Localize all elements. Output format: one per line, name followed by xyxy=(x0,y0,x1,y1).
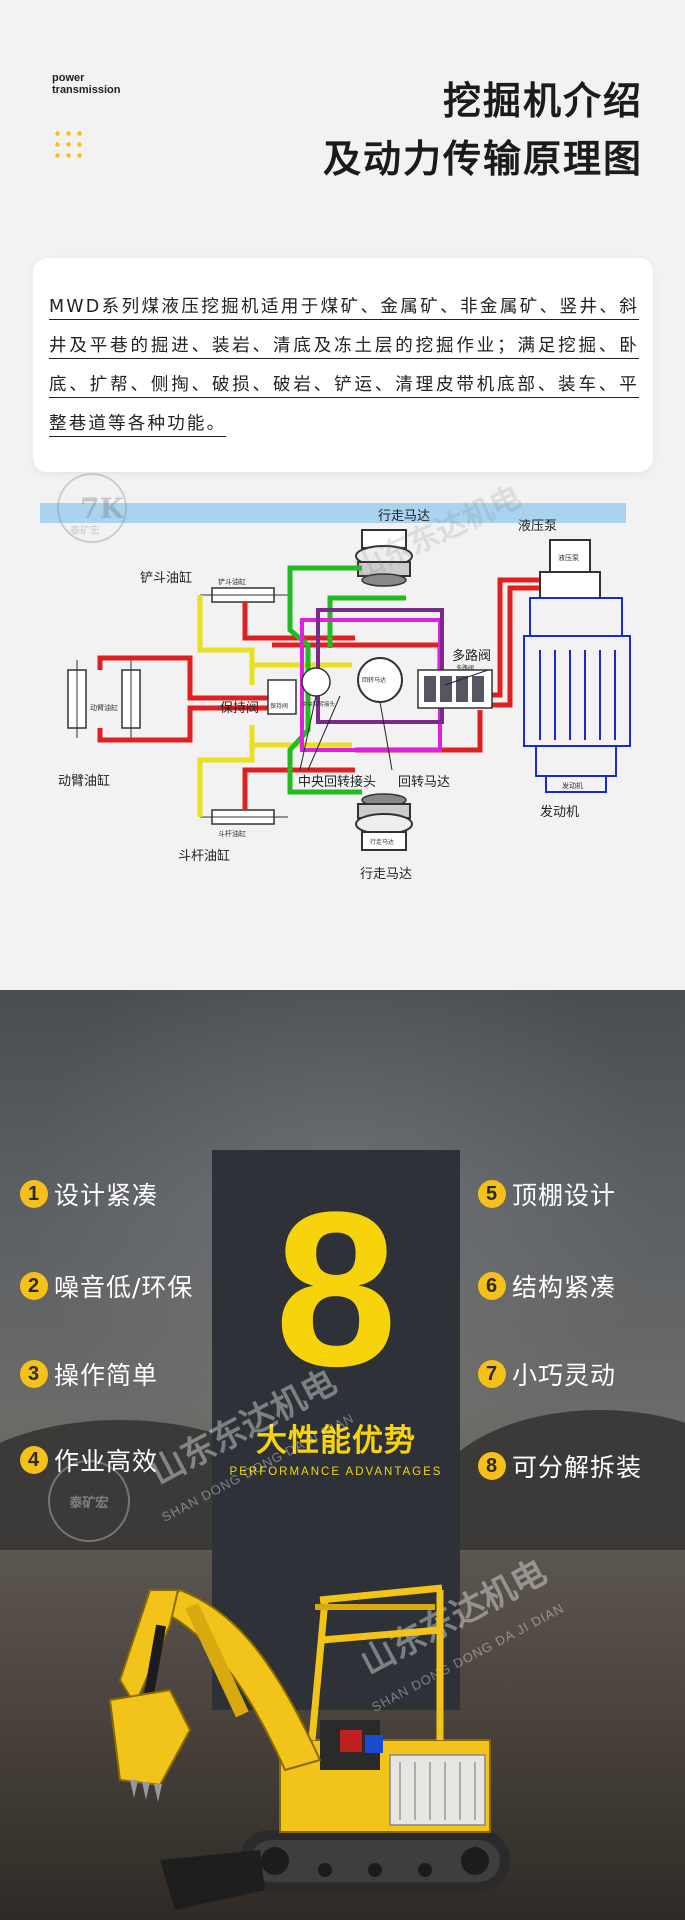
feature-number-badge: 6 xyxy=(478,1272,506,1300)
label-engine: 发动机 xyxy=(540,804,579,820)
feature-item-8: 8 可分解拆装 xyxy=(478,1448,642,1484)
small-label-swing: 回转马达 xyxy=(362,676,386,684)
feature-item-5: 5 顶棚设计 xyxy=(478,1176,616,1212)
small-label-central: 中央回转接头 xyxy=(302,700,336,708)
feature-item-2: 2 噪音低/环保 xyxy=(20,1268,193,1304)
label-stick-cylinder: 斗杆油缸 xyxy=(178,848,230,864)
feature-number-badge: 5 xyxy=(478,1180,506,1208)
central-joint-shape xyxy=(301,667,331,697)
advantages-title: 大性能优势 xyxy=(256,1423,416,1459)
feature-number-badge: 7 xyxy=(478,1360,506,1388)
small-label-boom: 动臂油缸 xyxy=(90,703,118,712)
advantages-center-panel: 8 大性能优势 PERFORMANCE ADVANTAGES xyxy=(212,1150,460,1710)
feature-number-badge: 1 xyxy=(20,1180,48,1208)
small-label-engine: 发动机 xyxy=(562,781,583,790)
feature-item-6: 6 结构紧凑 xyxy=(478,1268,616,1304)
feature-item-3: 3 操作简单 xyxy=(20,1356,158,1392)
label-boom-cylinder: 动臂油缸 xyxy=(58,773,110,789)
label-holding-valve: 保持阀 xyxy=(220,701,259,716)
top-blue-bar xyxy=(40,503,626,523)
feature-label: 小巧灵动 xyxy=(512,1361,617,1390)
feature-label: 设计紧凑 xyxy=(54,1181,159,1210)
purple-circuit xyxy=(316,608,444,724)
feature-number-badge: 3 xyxy=(20,1360,48,1388)
big-number: 8 xyxy=(274,1166,398,1412)
multi-way-valve-shape xyxy=(417,669,493,709)
excavator-image xyxy=(108,1584,510,1910)
advantages-section: 8 大性能优势 PERFORMANCE ADVANTAGES 1 设计紧凑 2 … xyxy=(0,990,685,1920)
feature-number-badge: 4 xyxy=(20,1446,48,1474)
page-title: 挖掘机介绍 及动力传输原理图 xyxy=(323,72,643,188)
feature-label: 顶棚设计 xyxy=(512,1181,617,1210)
feature-label: 可分解拆装 xyxy=(512,1453,643,1482)
diagram-watermark-logo-text: 泰矿宏 xyxy=(70,524,100,537)
hydraulic-diagram: 行走马达 液压泵 铲斗油缸 铲斗油缸 动臂油缸 动臂油缸 xyxy=(40,473,631,882)
description-text: MWD系列煤液压挖掘机适用于煤矿、金属矿、非金属矿、竖井、斜井及平巷的掘进、装岩… xyxy=(49,297,639,434)
brand-line1: power xyxy=(52,72,85,84)
boom-cylinder-shape: 动臂油缸 xyxy=(67,660,141,738)
small-label-stick: 斗杆油缸 xyxy=(218,829,246,838)
brand-label: power transmission xyxy=(52,72,120,96)
small-label-bucket: 铲斗油缸 xyxy=(218,577,246,586)
decorative-dots xyxy=(52,128,84,160)
feature-label: 结构紧凑 xyxy=(512,1273,617,1302)
label-hydraulic-pump: 液压泵 xyxy=(518,519,557,534)
label-central-joint: 中央回转接头 xyxy=(298,774,376,790)
label-travel-motor-bottom: 行走马达 xyxy=(360,867,412,882)
feature-number-badge: 2 xyxy=(20,1272,48,1300)
label-bucket-cylinder: 铲斗油缸 xyxy=(140,570,192,586)
svg-text:7K: 7K xyxy=(80,492,125,525)
label-swing-motor: 回转马达 xyxy=(398,775,450,790)
label-travel-motor-top: 行走马达 xyxy=(378,509,430,524)
holding-valve-shape xyxy=(267,679,297,715)
watermark-logo-icon: 泰矿宏 xyxy=(48,1460,130,1542)
small-label-multi: 多路阀 xyxy=(456,664,474,672)
small-label-travel: 行走马达 xyxy=(370,838,394,846)
feature-label: 操作简单 xyxy=(54,1361,159,1390)
diagram-watermark-logo: 7K 泰矿宏 xyxy=(57,473,127,543)
description-card: MWD系列煤液压挖掘机适用于煤矿、金属矿、非金属矿、竖井、斜井及平巷的掘进、装岩… xyxy=(33,258,653,472)
label-multi-way-valve: 多路阀 xyxy=(452,648,491,664)
title-line2: 及动力传输原理图 xyxy=(322,137,643,181)
small-label-pump: 液压泵 xyxy=(558,553,579,562)
pointer-lines xyxy=(299,669,489,771)
stick-cylinder-shape: 斗杆油缸 xyxy=(200,809,288,838)
watermark-logo-text: 泰矿宏 xyxy=(69,1495,109,1511)
top-section: power transmission 挖掘机介绍 及动力传输原理图 MWD系列煤… xyxy=(33,72,653,882)
pump-engine-shape xyxy=(523,539,631,793)
travel-motor-bottom-shape: 行走马达 xyxy=(355,793,413,851)
feature-label: 噪音低/环保 xyxy=(54,1273,194,1302)
brand-line2: transmission xyxy=(52,84,121,96)
feature-item-1: 1 设计紧凑 xyxy=(20,1176,158,1212)
small-label-holding: 保持阀 xyxy=(270,702,288,710)
feature-item-7: 7 小巧灵动 xyxy=(478,1356,616,1392)
feature-number-badge: 8 xyxy=(478,1452,506,1480)
bucket-cylinder-shape: 铲斗油缸 xyxy=(200,577,288,603)
title-line1: 挖掘机介绍 xyxy=(442,79,643,123)
advantages-subtitle: PERFORMANCE ADVANTAGES xyxy=(229,1466,443,1478)
